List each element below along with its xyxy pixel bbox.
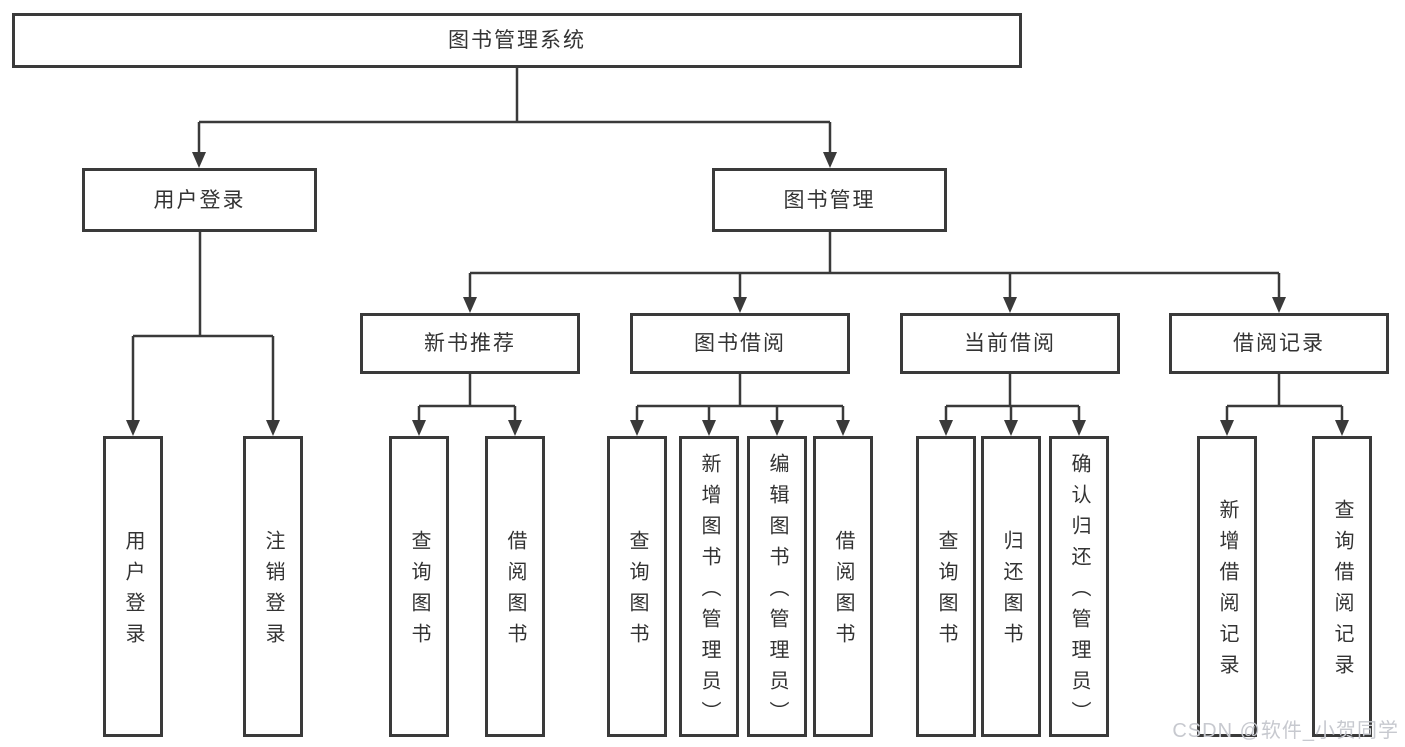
leaf-current-confirm-return-admin: 确认归还（管理员） [1049, 436, 1109, 737]
node-label: 归还图书 [1000, 530, 1022, 654]
leaf-user-login: 用户登录 [103, 436, 163, 737]
node-label: 借阅记录 [1233, 332, 1325, 355]
node-label: 查询图书 [626, 530, 648, 654]
leaf-current-query-books: 查询图书 [916, 436, 976, 737]
node-label: 编辑图书（管理员） [766, 452, 788, 732]
node-label: 图书管理 [783, 188, 876, 212]
leaf-borrow-query-books: 查询图书 [607, 436, 667, 737]
node-new-book-recommendation: 新书推荐 [360, 313, 580, 374]
leaf-borrow-edit-books-admin: 编辑图书（管理员） [747, 436, 807, 737]
node-label: 图书借阅 [694, 332, 786, 355]
node-borrowing-records: 借阅记录 [1169, 313, 1389, 374]
node-label: 注销登录 [262, 530, 284, 654]
node-label: 图书管理系统 [448, 29, 586, 52]
node-label: 用户登录 [153, 188, 246, 212]
csdn-watermark: CSDN @软件_小贺同学 [1172, 720, 1399, 742]
leaf-records-add-record: 新增借阅记录 [1197, 436, 1257, 737]
node-label: 新书推荐 [424, 332, 516, 355]
node-label: 当前借阅 [964, 332, 1056, 355]
node-label: 借阅图书 [504, 530, 526, 654]
node-library-management-system: 图书管理系统 [12, 13, 1022, 68]
node-label: 借阅图书 [832, 530, 854, 654]
node-user-login: 用户登录 [82, 168, 317, 232]
node-label: 用户登录 [122, 530, 144, 654]
node-label: 查询借阅记录 [1331, 499, 1353, 685]
node-label: 新增图书（管理员） [698, 452, 720, 732]
leaf-current-return-books: 归还图书 [981, 436, 1041, 737]
node-label: 查询图书 [408, 530, 430, 654]
leaf-newrec-borrow-books: 借阅图书 [485, 436, 545, 737]
node-current-borrowing: 当前借阅 [900, 313, 1120, 374]
leaf-records-query-record: 查询借阅记录 [1312, 436, 1372, 737]
node-label: 新增借阅记录 [1216, 499, 1238, 685]
node-label: 查询图书 [935, 530, 957, 654]
node-label: 确认归还（管理员） [1068, 452, 1090, 732]
leaf-borrow-add-books-admin: 新增图书（管理员） [679, 436, 739, 737]
leaf-logout: 注销登录 [243, 436, 303, 737]
leaf-borrow-borrow-books: 借阅图书 [813, 436, 873, 737]
node-book-management: 图书管理 [712, 168, 947, 232]
node-book-borrowing: 图书借阅 [630, 313, 850, 374]
leaf-newrec-query-books: 查询图书 [389, 436, 449, 737]
